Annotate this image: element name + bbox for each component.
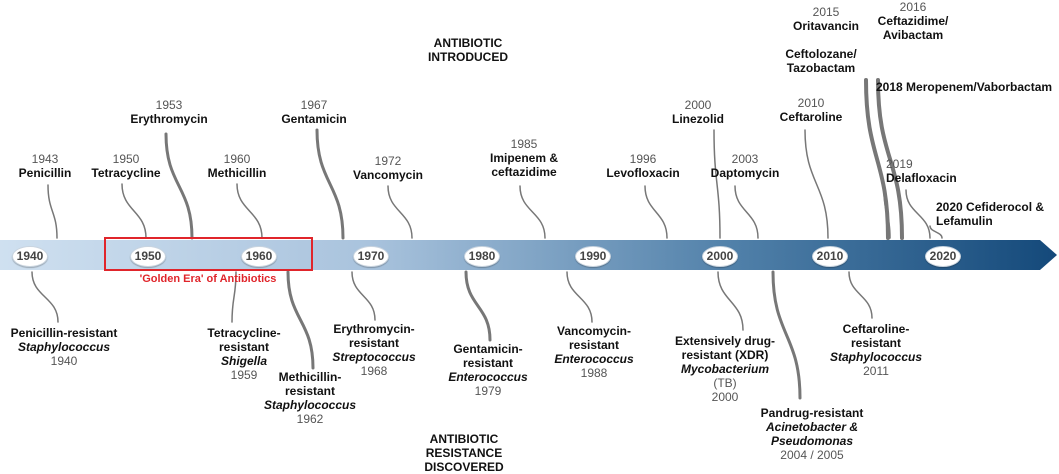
resistance-connector-line bbox=[31, 271, 59, 323]
intro-ceftolozane: Ceftolozane/ Tazobactam bbox=[785, 47, 857, 75]
resistance-connector-line bbox=[231, 271, 237, 323]
resistance-connector-line bbox=[351, 271, 376, 321]
decade-2020: 2020 bbox=[925, 246, 961, 267]
introduced-connector-line bbox=[734, 185, 759, 239]
decade-1960: 1960 bbox=[241, 246, 277, 267]
decade-1970: 1970 bbox=[353, 246, 389, 267]
resistance-connector-line bbox=[717, 271, 744, 331]
introduced-connector-line bbox=[387, 185, 413, 239]
introduced-connector-line bbox=[121, 183, 147, 239]
introduced-connector-line bbox=[713, 129, 721, 239]
introduced-connector-line bbox=[883, 189, 891, 239]
golden-era-label: 'Golden Era' of Antibiotics bbox=[139, 273, 277, 285]
decade-1950: 1950 bbox=[130, 246, 166, 267]
resistance-connector-line bbox=[771, 270, 802, 400]
introduced-connector-line bbox=[644, 185, 668, 239]
resistance-connector-line bbox=[464, 270, 492, 342]
introduced-connector-line bbox=[804, 129, 829, 239]
decade-2000: 2000 bbox=[702, 246, 738, 267]
resistance-connector-line bbox=[848, 271, 873, 319]
intro-meropenem: 2018 Meropenem/Vaborbactam bbox=[876, 80, 1053, 94]
decade-1980: 1980 bbox=[464, 246, 500, 267]
heading-resistance: ANTIBIOTIC RESISTANCE DISCOVERED bbox=[424, 432, 504, 474]
decade-1940: 1940 bbox=[12, 246, 48, 267]
resistance-connector-line bbox=[286, 270, 315, 370]
introduced-connector-line bbox=[315, 128, 345, 240]
introduced-connector-line bbox=[876, 78, 904, 240]
introduced-connector-line bbox=[905, 189, 931, 239]
introduced-connector-line bbox=[929, 225, 943, 239]
golden-era-box bbox=[104, 237, 313, 271]
introduced-connector-line bbox=[519, 185, 546, 239]
decade-2010: 2010 bbox=[812, 246, 848, 267]
introduced-connector-line bbox=[47, 184, 58, 239]
intro-cefiderocol: 2020 Cefiderocol & Lefamulin bbox=[936, 200, 1045, 228]
resistance-connector-line bbox=[566, 271, 593, 323]
res-xdr-tb: Extensively drug- resistant (XDR)Mycobac… bbox=[674, 334, 776, 404]
introduced-connector-line bbox=[236, 183, 263, 239]
heading-introduced: ANTIBIOTIC INTRODUCED bbox=[428, 36, 508, 64]
introduced-connector-line bbox=[164, 132, 194, 240]
decade-1990: 1990 bbox=[575, 246, 611, 267]
